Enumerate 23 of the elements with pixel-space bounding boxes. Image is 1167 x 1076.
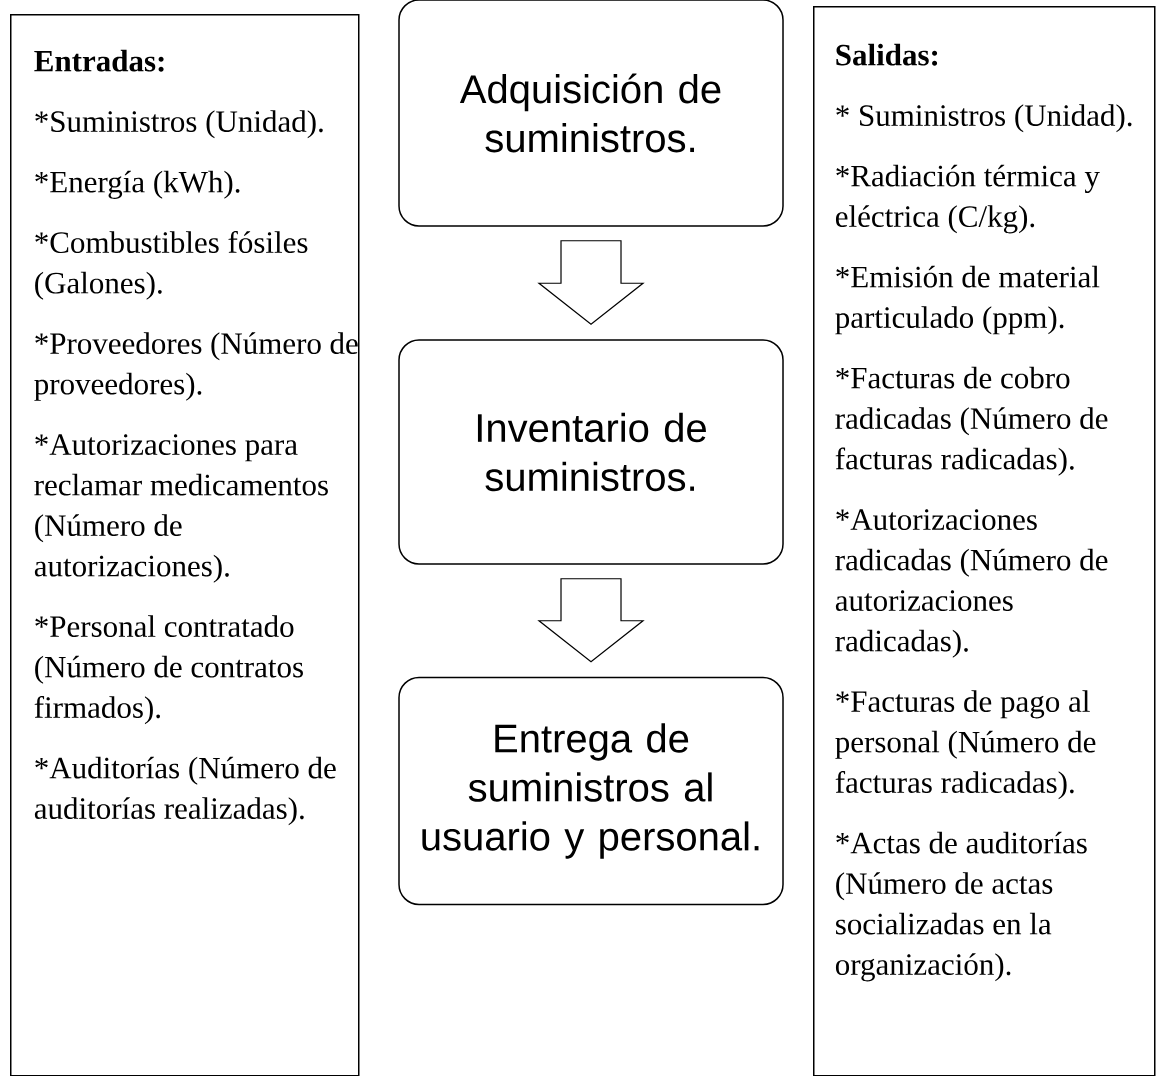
list-item: *Auditorías (Número de auditorías realizadas). xyxy=(34,756,336,826)
process-box: Entrega de suministros al usuario y personal. xyxy=(398,676,784,906)
list-box xyxy=(10,14,360,1076)
list-item: *Personal contratado (Número de contratos firmados). xyxy=(34,615,303,725)
process-box: Adquisición de suministros. xyxy=(398,0,784,227)
list-item: *Proveedores (Número de proveedores). xyxy=(34,332,358,401)
list-item: *Energía (kWh). xyxy=(35,170,240,199)
list-box xyxy=(813,6,1156,1076)
list-item: * Suministros (Unidad). xyxy=(836,104,1132,133)
list-item: *Emisión de material particulado (ppm). xyxy=(835,265,1100,335)
process-box: Inventario de suministros. xyxy=(398,339,784,565)
list-item: *Combustibles fósiles (Galones). xyxy=(35,230,308,300)
list-item: *Facturas de pago al personal (Número de facturas radicadas). xyxy=(835,690,1096,800)
list-item: *Actas de auditorías (Número de actas socializadas en la organización). xyxy=(835,831,1087,982)
list-item: *Autorizaciones radicadas (Número de autorizaciones radicadas). xyxy=(835,509,1108,658)
heading: Salidas: xyxy=(836,43,938,66)
list-item: *Autorizaciones para reclamar medicamentos (Número de autorizaciones). xyxy=(34,434,328,583)
list-item: *Suministros (Unidad). xyxy=(35,110,323,139)
list-item: *Radiación térmica y eléctrica (C/kg). xyxy=(835,164,1100,234)
list-item: *Facturas de cobro radicadas (Número de facturas radicadas). xyxy=(835,366,1108,476)
heading: Entradas: xyxy=(34,49,164,72)
block-arrow xyxy=(537,578,645,663)
block-arrow xyxy=(537,240,645,325)
